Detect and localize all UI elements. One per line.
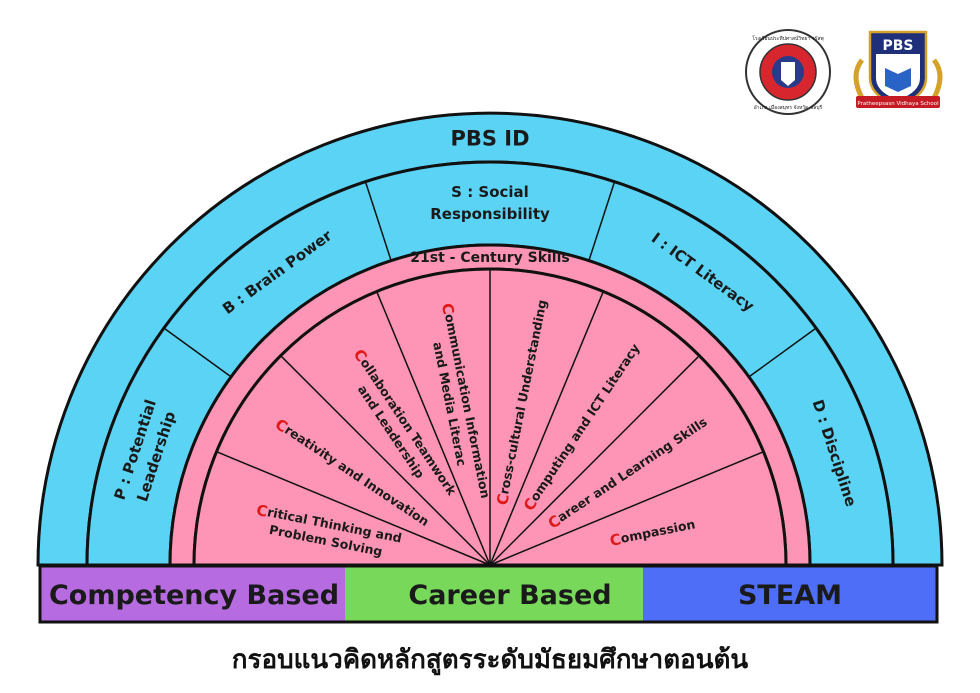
pbs-segment-label: S : Social [451, 183, 529, 201]
skill-lead-letter: C [438, 302, 458, 316]
pbs-shield-logo: PBS Pratheepsasn Vidhaya School [853, 30, 943, 108]
century-title-group: 21st - Century Skills [410, 250, 570, 266]
steam-label: STEAM [738, 580, 842, 611]
skill-lead-letter: C [255, 501, 269, 521]
base-bar: Competency Based Career Based STEAM [38, 564, 939, 624]
pbs-badge-text: PBS [882, 38, 913, 54]
pbs-ribbon-text: Pratheepsasn Vidhaya School [857, 101, 939, 107]
pbs-segment-label: Responsibility [430, 205, 550, 223]
skill-divider [376, 291, 491, 566]
skill-divider [489, 451, 764, 566]
pbs-segment-divider [163, 327, 232, 378]
skill-divider [489, 355, 700, 566]
divider-lines [163, 181, 817, 566]
skill-lead-letter: C [493, 492, 513, 506]
seal-top-text: โรงเรียนประทีปศาสน์วิทยา จรัสพุ [752, 35, 823, 42]
school-seal-logo: โรงเรียนประทีปศาสน์วิทยา จรัสพุ อำเภอ เม… [745, 29, 831, 115]
career-based-block [345, 566, 643, 622]
base-bar-border [38, 564, 939, 624]
seal-bottom-text: อำเภอ เมืองสมุทร จังหวัด ชลบุรี [754, 104, 823, 111]
skill-lead-letter: C [608, 530, 622, 550]
skill-divider [280, 355, 491, 566]
ring-title-group: PBS ID [450, 127, 529, 151]
pbs-segment-divider [364, 181, 392, 261]
skill-divider [489, 291, 604, 566]
century-title: 21st - Century Skills [410, 250, 570, 266]
competency-based-label: Competency Based [49, 580, 339, 611]
skill-divider [216, 451, 491, 566]
diagram-caption: กรอบแนวคิดหลักสูตรระดับมัธยมศึกษาตอนต้น [232, 645, 749, 676]
pbs-segment-divider [748, 327, 817, 378]
competency-based-block [40, 566, 345, 622]
pbs-segment-divider [588, 181, 616, 261]
ring-title: PBS ID [450, 127, 529, 151]
career-based-label: Career Based [408, 580, 611, 611]
steam-block [643, 566, 937, 622]
